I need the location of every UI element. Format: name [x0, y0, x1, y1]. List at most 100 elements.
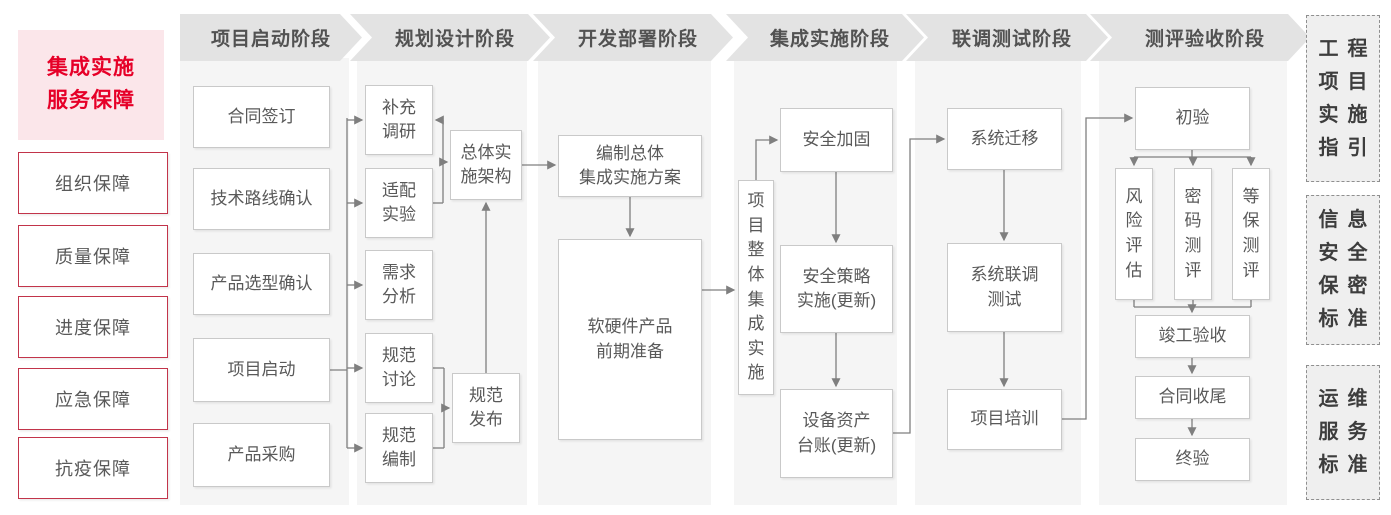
phase-header-6: 测评验收阶段 [1090, 14, 1310, 61]
text-line: 标准 [1318, 308, 1377, 330]
text-line: 保 [1242, 211, 1260, 231]
standard-box-3: 运维服务标准 [1306, 365, 1380, 500]
text-line: 项目启动 [227, 359, 296, 379]
flow-box: 安全策略实施(更新) [780, 245, 893, 333]
text-line: 合同收尾 [1158, 387, 1227, 407]
text-line: 评 [1184, 260, 1202, 280]
text-line: 测 [1184, 236, 1202, 255]
text-line: 安全加固 [802, 129, 871, 149]
text-line: 成 [747, 314, 765, 334]
text-line: 分析 [382, 287, 416, 306]
flow-box: 初验 [1135, 87, 1250, 150]
text-line: 编制 [382, 450, 416, 469]
text-line: 保密 [1318, 275, 1377, 297]
text-line: 工程 [1318, 37, 1377, 60]
text-line: 规范 [382, 345, 416, 365]
flow-box: 安全加固 [780, 108, 893, 172]
phase-header-3: 开发部署阶段 [533, 14, 733, 61]
flow-box: 风险评估 [1115, 168, 1153, 300]
text-line: 运维 [1318, 388, 1377, 410]
sidebar-item-3: 进度保障 [18, 296, 168, 358]
text-line: 终验 [1175, 449, 1210, 469]
text-line: 系统迁移 [970, 128, 1039, 148]
text-line: 实施(更新) [796, 291, 877, 310]
text-line: 发布 [469, 410, 503, 429]
flow-box: 项目整体集成实施 [738, 180, 774, 395]
flow-box: 合同签订 [193, 86, 330, 148]
text-line: 总体实 [460, 142, 512, 162]
text-line: 编制总体 [596, 143, 664, 163]
sidebar-item-5: 抗疫保障 [18, 437, 168, 499]
standard-box-2: 信息安全保密标准 [1306, 195, 1380, 345]
sidebar-item-4: 应急保障 [18, 368, 168, 430]
text-line: 安全 [1318, 242, 1377, 264]
standard-box-1: 工程项目实施指引 [1306, 15, 1380, 182]
text-line: 险 [1125, 211, 1143, 231]
text-line: 项目培训 [970, 409, 1039, 429]
text-line: 标准 [1318, 454, 1377, 476]
flow-box: 项目培训 [947, 389, 1062, 450]
text-line: 施架构 [460, 167, 512, 186]
text-line: 体 [747, 264, 765, 284]
flow-box: 系统迁移 [947, 108, 1062, 170]
flow-box: 需求分析 [365, 250, 433, 320]
phase-header-5: 联调测试阶段 [906, 14, 1108, 61]
flow-box: 软硬件产品前期准备 [558, 239, 702, 440]
text-line: 等 [1242, 186, 1260, 206]
flow-box: 适配实验 [365, 168, 433, 238]
text-line: 项目 [1318, 70, 1377, 93]
text-line: 合同签订 [227, 106, 296, 126]
flow-box: 补充调研 [365, 85, 433, 155]
text-line: 集成实施方案 [579, 168, 681, 187]
text-line: 风 [1125, 186, 1143, 206]
sidebar-item-2: 质量保障 [18, 225, 168, 287]
phase-header-4: 集成实施阶段 [726, 14, 924, 61]
text-line: 台账(更新) [796, 435, 877, 455]
flow-box: 设备资产台账(更新) [780, 389, 893, 478]
flow-box: 终验 [1135, 438, 1250, 481]
text-line: 规范 [382, 425, 416, 445]
text-line: 产品采购 [227, 444, 296, 464]
text-line: 产品选型确认 [210, 273, 313, 293]
flow-box: 项目启动 [193, 338, 330, 402]
flow-box: 产品选型确认 [193, 253, 330, 315]
text-line: 项 [747, 190, 765, 210]
flow-box: 竣工验收 [1135, 315, 1250, 358]
flow-box: 技术路线确认 [193, 168, 330, 230]
text-line: 初验 [1175, 108, 1210, 128]
flow-box: 规范讨论 [365, 333, 433, 403]
text-line: 实 [747, 338, 765, 358]
phase-header-2: 规划设计阶段 [350, 14, 550, 61]
text-line: 软硬件产品 [587, 317, 673, 337]
text-line: 评 [1125, 236, 1143, 255]
flow-box: 合同收尾 [1135, 376, 1250, 419]
text-line: 补充 [382, 97, 416, 117]
flow-box: 规范发布 [452, 373, 520, 443]
text-line: 服务保障 [47, 89, 135, 112]
flow-box: 等保测评 [1232, 168, 1270, 300]
text-line: 集成实施 [47, 56, 135, 80]
text-line: 安全策略 [802, 266, 871, 286]
text-line: 前期准备 [596, 341, 664, 361]
flow-box: 规范编制 [365, 413, 433, 483]
text-line: 竣工验收 [1158, 326, 1227, 346]
text-line: 适配 [382, 180, 416, 200]
text-line: 技术路线确认 [210, 188, 313, 208]
text-line: 指引 [1318, 136, 1377, 159]
text-line: 实验 [382, 205, 416, 224]
text-line: 信息 [1318, 209, 1377, 231]
text-line: 密 [1184, 186, 1202, 206]
text-line: 服务 [1318, 421, 1377, 443]
text-line: 码 [1184, 211, 1202, 231]
text-line: 施 [747, 363, 765, 383]
text-line: 规范 [469, 385, 503, 405]
sidebar-title: 集成实施服务保障 [18, 30, 164, 140]
text-line: 系统联调 [970, 265, 1039, 285]
text-line: 设备资产 [802, 411, 871, 431]
text-line: 测试 [987, 289, 1022, 309]
flow-box: 总体实施架构 [450, 130, 522, 200]
text-line: 需求 [382, 262, 416, 282]
text-line: 实施 [1318, 103, 1377, 126]
text-line: 评 [1242, 260, 1260, 280]
